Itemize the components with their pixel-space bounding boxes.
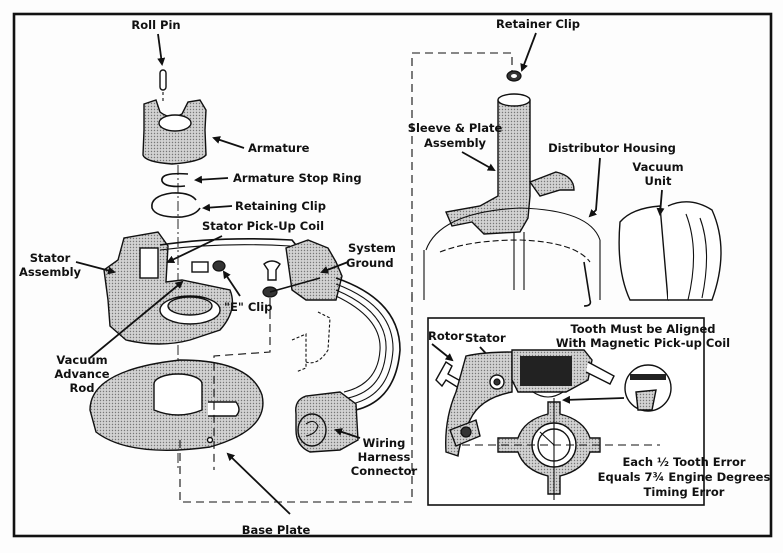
- pickup-connector-body: [269, 239, 343, 301]
- distributor-housing-label: Distributor Housing: [548, 141, 676, 155]
- sleeve-plate-label-2: Assembly: [424, 136, 487, 150]
- inset-error-note-2: Equals 7¾ Engine Degrees: [598, 470, 771, 484]
- retainer-clip: [506, 70, 522, 82]
- armature-stop-ring-label: Armature Stop Ring: [233, 171, 362, 185]
- stator-assembly-label-2: Assembly: [19, 265, 82, 279]
- pickup-coil-wires: [159, 237, 301, 251]
- distributor-housing: [423, 207, 601, 307]
- right-dashed-guide: [411, 52, 513, 300]
- left-dashed-guide: [179, 290, 413, 503]
- inset-stator: [445, 351, 513, 457]
- wiring-harness-label-3: Connector: [351, 464, 418, 478]
- retaining-clip-label: Retaining Clip: [235, 199, 326, 213]
- wiring-harness-label-2: Harness: [358, 450, 411, 464]
- inset-reluctor: [462, 398, 660, 500]
- stator-pickup-coil-label: Stator Pick-Up Coil: [202, 219, 324, 233]
- retainer-clip-arrow: [520, 32, 537, 72]
- stator-assembly: [103, 231, 234, 345]
- system-ground-arrow: [320, 261, 349, 274]
- inset-pickup-coil: [511, 349, 615, 398]
- base-plate-label: Base Plate: [242, 523, 311, 537]
- vacuum-advance-rod-arrow: [89, 280, 184, 359]
- retainer-clip-label: Retainer Clip: [496, 17, 580, 31]
- wiring-harness-connector: [295, 391, 359, 453]
- vacuum-unit-arrow: [656, 189, 665, 216]
- inset-rotor-label: Rotor: [428, 329, 464, 343]
- bracket-outline: [291, 311, 331, 373]
- system-ground-label-1: System: [348, 241, 396, 255]
- retaining-clip: [151, 192, 201, 218]
- vacuum-unit-label-1: Vacuum: [632, 160, 683, 174]
- vacuum-unit: [618, 201, 722, 301]
- sleeve-plate-label-1: Sleeve & Plate: [408, 121, 503, 135]
- armature-label: Armature: [248, 141, 310, 155]
- inset-tooth-note-2: With Magnetic Pick-up Coil: [556, 336, 730, 350]
- vacuum-advance-rod-label-3: Rod: [70, 381, 95, 395]
- vacuum-advance-rod-label-1: Vacuum: [56, 353, 107, 367]
- stator-assembly-arrow: [75, 261, 116, 275]
- outer-frame: [12, 12, 773, 538]
- armature-arrow: [212, 136, 245, 149]
- e-clip: [191, 260, 226, 273]
- roll-pin-label: Roll Pin: [131, 18, 180, 32]
- stator-assembly-label-1: Stator: [30, 251, 71, 265]
- base-plate: [89, 359, 264, 451]
- e-clip-label: "E" Clip: [224, 300, 272, 314]
- e-clip-arrow: [222, 270, 241, 297]
- inset-tooth-note-1: Tooth Must be Aligned: [570, 322, 715, 336]
- system-ground-label-2: Ground: [346, 256, 394, 270]
- base-plate-arrow: [226, 452, 291, 515]
- inset-magnified-detail: [624, 364, 672, 412]
- vacuum-advance-rod-label-2: Advance: [54, 367, 109, 381]
- inset-rotor-arrow: [431, 343, 454, 362]
- inset-stator-label: Stator: [465, 331, 506, 345]
- armature-stop-ring: [161, 172, 189, 188]
- wiring-harness-arrow: [334, 428, 361, 439]
- armature: [142, 99, 207, 165]
- wiring-harness-label-1: Wiring: [363, 436, 406, 450]
- retaining-clip-arrow: [202, 203, 233, 212]
- harness-wires: [335, 277, 401, 411]
- inset-error-note-3: Timing Error: [644, 485, 725, 499]
- sleeve-plate-arrow: [461, 151, 496, 171]
- armature-stop-ring-arrow: [194, 175, 229, 184]
- roll-pin-arrow: [157, 33, 166, 66]
- inset-magnify-arrow: [562, 395, 625, 404]
- vacuum-unit-label-2: Unit: [645, 174, 672, 188]
- inset-error-note-1: Each ½ Tooth Error: [622, 455, 745, 469]
- roll-pin: [159, 69, 167, 102]
- sleeve-plate-assembly: [445, 93, 575, 290]
- distributor-housing-arrow: [588, 157, 601, 218]
